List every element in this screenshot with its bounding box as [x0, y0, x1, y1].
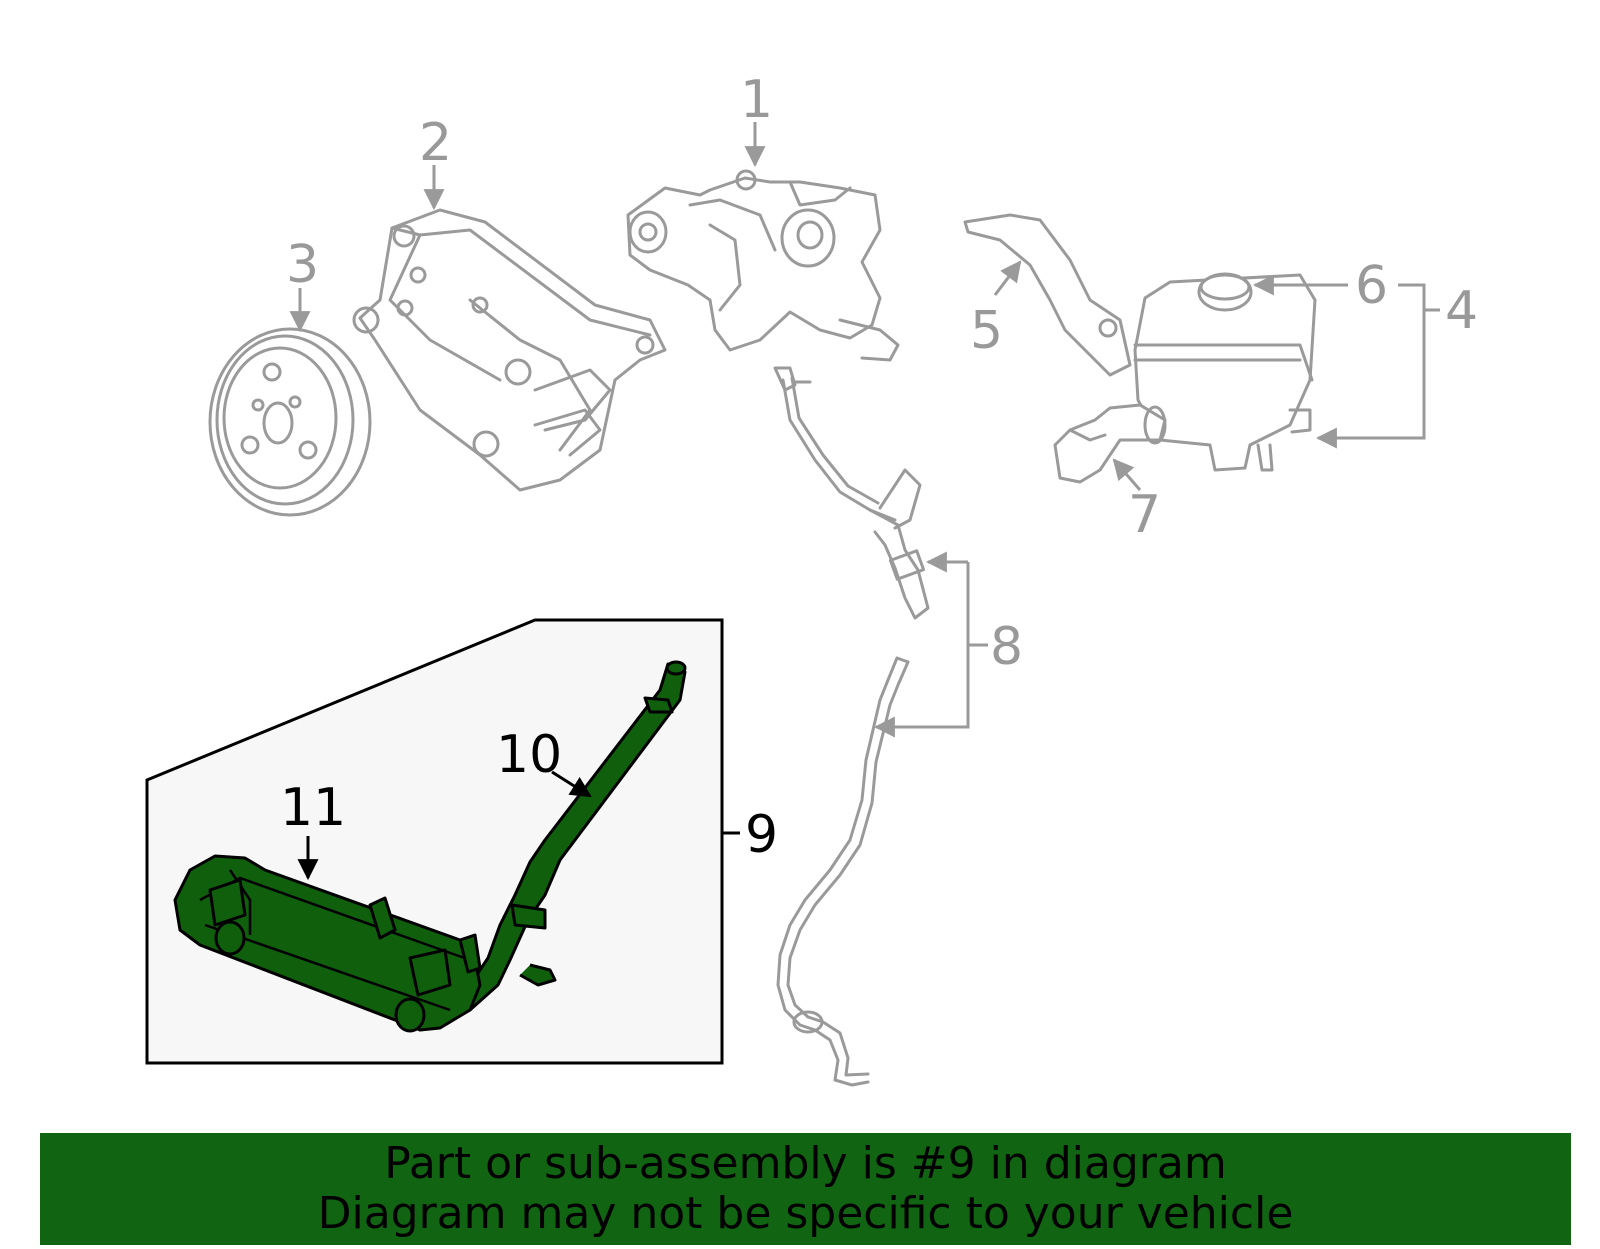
cooler-tube-part-10: [408, 660, 687, 1032]
callout-9: 9: [745, 805, 778, 865]
pump-part-1: [626, 169, 900, 362]
cooler-part-11: [173, 854, 482, 1033]
callout-2: 2: [419, 113, 452, 173]
callout-8: 8: [990, 617, 1023, 677]
leader-lines: [289, 122, 1440, 881]
callout-1: 1: [740, 70, 773, 130]
pressure-hose-part-8: [773, 366, 930, 1087]
callout-6: 6: [1355, 256, 1388, 316]
reservoir-bracket-part-5: [963, 213, 1132, 377]
callout-4: 4: [1445, 281, 1478, 341]
callout-10: 10: [496, 725, 562, 785]
callout-3: 3: [286, 235, 319, 295]
callout-7: 7: [1128, 485, 1161, 545]
reservoir-part-4: [1133, 272, 1317, 472]
notice-banner: Part or sub-assembly is #9 in diagram Di…: [40, 1133, 1571, 1245]
bracket-part-2: [352, 208, 667, 492]
callout-5: 5: [970, 301, 1003, 361]
notice-line-2: Diagram may not be specific to your vehi…: [317, 1188, 1294, 1239]
hose-part-7: [1053, 403, 1167, 484]
callout-11: 11: [280, 778, 346, 838]
notice-line-1: Part or sub-assembly is #9 in diagram: [384, 1138, 1227, 1189]
pulley-part-3: [208, 327, 372, 517]
